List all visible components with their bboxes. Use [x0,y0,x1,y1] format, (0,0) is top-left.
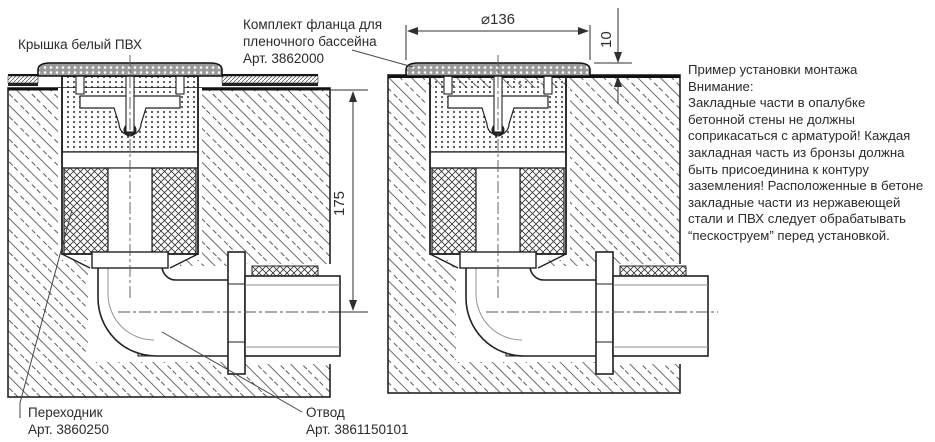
dimension-diameter-text: ⌀136 [481,11,515,28]
adapter-art: Арт. 3860250 [28,422,109,437]
left-drawing: 175 [7,54,368,398]
dimension-flange-height-text: 10 [598,31,615,48]
dimension-depth [318,89,368,313]
note-line: соприкасаться с арматурой! Каждая [688,128,911,144]
elbow-art: Арт. 3861150101 [306,422,409,437]
leader-elbow [161,331,303,413]
elbow-label: Отвод Арт. 3861150101 [306,404,408,438]
flange-kit-label: Комплект фланца для пленочного бассейна … [243,16,382,67]
note-line: Закладные части в опалубке [688,95,866,111]
leader-adapter [19,209,73,418]
elbow-name: Отвод [306,405,345,420]
note-line: быть присоединина к контуру [688,161,869,177]
note-line: Внимание: [688,78,754,94]
note-line: закладная часть из бронзы должна [688,144,905,160]
note-line: бетонной стены не должны [688,111,855,127]
flange-kit-line2: пленочного бассейна [243,34,377,49]
note-line: закладные части из нержавеющей [688,194,901,210]
dimension-diameter [405,25,591,60]
adapter-label: Переходник Арт. 3860250 [28,404,109,438]
installation-note: Пример установки монтажа Внимание: Закла… [688,62,934,245]
note-line: “пескоструем” перед установкой. [688,227,890,243]
adapter-name: Переходник [28,405,103,420]
right-drawing: ⌀136 10 [387,8,719,394]
dimension-depth-text: 175 [331,191,348,216]
cover-label: Крышка белый ПВХ [18,37,142,52]
note-line: Пример установки монтажа [688,62,858,77]
liner-layers [7,74,319,86]
leader-flange-kit [351,49,414,68]
note-line: стали и ПВХ следует обрабатывать [688,211,906,227]
flange-kit-line1: Комплект фланца для [243,17,383,32]
leader-lines [19,49,414,418]
note-line: заземления! Расположенные в бетоне [688,178,924,194]
flange-kit-art: Арт. 3862000 [243,51,324,66]
dimension-flange-height [594,8,632,104]
